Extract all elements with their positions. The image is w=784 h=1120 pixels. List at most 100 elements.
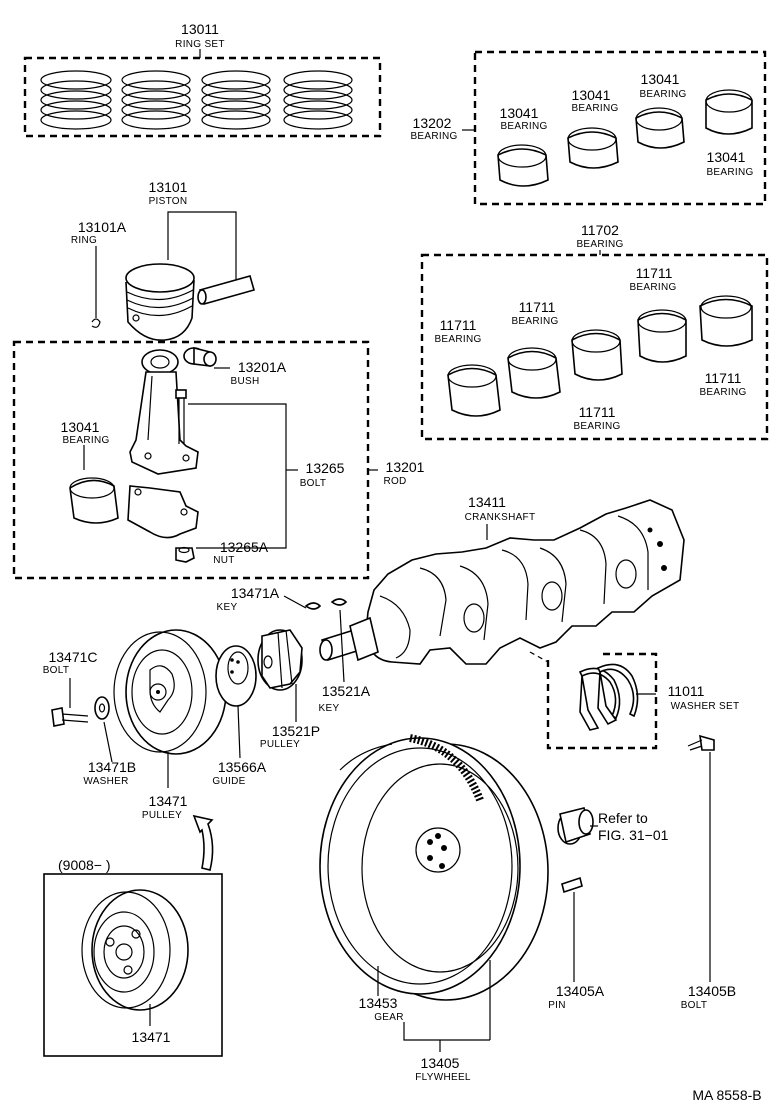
piston-ring-2: [121, 70, 191, 130]
woodruff-key-2: [330, 598, 348, 606]
bearing-11711-c-number: 11711: [636, 265, 673, 281]
bearing-11711-d-number: 11711: [579, 404, 616, 420]
washer-number: 13471B: [88, 759, 136, 775]
connecting-rod-frame: [12, 340, 370, 580]
bolt-13265-name: BOLT: [300, 478, 327, 489]
keys-group: 13471A KEY 13521A KEY: [217, 585, 371, 714]
nut-name: NUT: [213, 555, 234, 566]
piston-number: 13101: [149, 179, 188, 195]
flywheel-bolt: [687, 734, 715, 751]
thrust-washer-2: [596, 663, 639, 726]
pilot-bearing-group: Refer to FIG. 31−01 13405A PIN 13405B BO…: [548, 734, 736, 1011]
piston: [125, 263, 195, 341]
bearing-set-name: BEARING: [410, 131, 457, 142]
pulley-main-number: 13471: [149, 793, 188, 809]
main-bearing-shell-3: [571, 329, 623, 381]
rod-bearing-set-group: 13202 BEARING 13041 BEARING 13041 BEARIN…: [410, 50, 767, 206]
piston-ring-4: [283, 70, 353, 130]
rod-nut: [175, 546, 195, 563]
washer-set-group: 11011 WASHER SET: [529, 651, 740, 750]
bearing-13041-d-name: BEARING: [706, 167, 753, 178]
pulley-bolt: [51, 707, 89, 727]
piston-ring-3: [201, 70, 271, 130]
gear-name: GEAR: [374, 1012, 404, 1023]
bearing-13041-c-number: 13041: [641, 71, 680, 87]
crankshaft-name: CRANKSHAFT: [465, 512, 536, 523]
main-bearing-shell-4: [637, 309, 687, 363]
bearing-11711-b-number: 11711: [519, 299, 556, 315]
bolt-13471c-number: 13471C: [48, 649, 97, 665]
bearing-13041-a-number: 13041: [500, 105, 539, 121]
flywheel-number: 13405: [421, 1055, 460, 1071]
bearing-13041-b-number: 13041: [572, 87, 611, 103]
bolt-13265-number: 13265: [306, 460, 345, 476]
bolt-13471c-name: BOLT: [43, 665, 70, 676]
main-bearing-set-name: BEARING: [576, 239, 623, 250]
refer-line1: Refer to: [598, 810, 648, 826]
piston-ring-1: [40, 70, 112, 130]
pin-number: 13405A: [556, 983, 605, 999]
bearing-13041-d-number: 13041: [707, 149, 746, 165]
bearing-11711-a-name: BEARING: [434, 334, 481, 345]
gear-number: 13453: [359, 995, 398, 1011]
bearing-13041-b-name: BEARING: [571, 103, 618, 114]
timing-guide: [215, 645, 257, 707]
key-a-number: 13471A: [231, 585, 280, 601]
bearing-11711-e-number: 11711: [705, 370, 742, 386]
rod-bearing-number: 13041: [61, 419, 100, 435]
pulley-small-name: PULLEY: [260, 739, 300, 750]
main-bearing-shell-1: [447, 364, 501, 417]
pilot-bearing: [557, 807, 594, 845]
connecting-rod: [129, 349, 199, 475]
rod-name: ROD: [383, 476, 406, 487]
dowel-pin: [561, 876, 583, 894]
bearing-11711-c-name: BEARING: [629, 282, 676, 293]
rod-bearing-name: BEARING: [62, 435, 109, 446]
rod-number: 13201: [386, 459, 425, 475]
bearing-11711-b-name: BEARING: [511, 316, 558, 327]
pulley-washer: [94, 696, 110, 720]
washer-set-name: WASHER SET: [671, 701, 740, 712]
timing-pulley: [257, 629, 303, 691]
bearing-shell-1: [497, 144, 549, 187]
crankshaft-group: 13411 CRANKSHAFT: [319, 494, 685, 665]
bush-name: BUSH: [231, 376, 260, 387]
bush: [183, 346, 217, 367]
piston-pin: [197, 275, 255, 305]
pulley-main-name: PULLEY: [142, 810, 182, 821]
nut-number: 13265A: [220, 539, 269, 555]
ring-set-frame: [23, 56, 382, 138]
pulley-inset-group: (9008− ) 13471: [43, 814, 223, 1057]
bolt-13405b-number: 13405B: [688, 983, 736, 999]
bearing-11711-a-number: 11711: [440, 317, 477, 333]
snap-ring: [91, 318, 101, 328]
bearing-11711-e-name: BEARING: [699, 387, 746, 398]
key-b-name: KEY: [319, 703, 340, 714]
bearing-shell-4: [705, 89, 753, 135]
ring-number: 13101A: [78, 219, 127, 235]
main-bearing-shell-5: [699, 295, 753, 347]
crankshaft-number: 13411: [468, 494, 506, 510]
washer-set-number: 11011: [668, 683, 705, 699]
ring-set-number: 13011: [181, 21, 219, 37]
bearing-13041-a-name: BEARING: [500, 121, 547, 132]
bearing-13041-c-name: BEARING: [639, 89, 686, 100]
crankshaft: [365, 499, 685, 665]
inset-arrow: [192, 814, 214, 871]
rod-cap: [127, 485, 199, 539]
connecting-rod-group: 13201 ROD 13201A BUSH: [12, 340, 425, 580]
diagram-code: MA 8558-B: [692, 1087, 761, 1103]
piston-name: PISTON: [149, 196, 188, 207]
bearing-shell-3: [635, 107, 685, 149]
flywheel-group: 13453 GEAR 13405 FLYWHEEL: [319, 734, 549, 1083]
piston-group: 13101 PISTON 13101A RING: [71, 179, 255, 341]
washer-name: WASHER: [83, 776, 128, 787]
flywheel-name: FLYWHEEL: [415, 1072, 471, 1083]
crank-pulley: [113, 629, 227, 755]
bearing-set-number: 13202: [413, 115, 452, 131]
guide-number: 13566A: [218, 759, 267, 775]
bolt-13405b-name: BOLT: [681, 1000, 708, 1011]
ring-name: RING: [71, 235, 97, 246]
inset-frame: [43, 873, 223, 1057]
